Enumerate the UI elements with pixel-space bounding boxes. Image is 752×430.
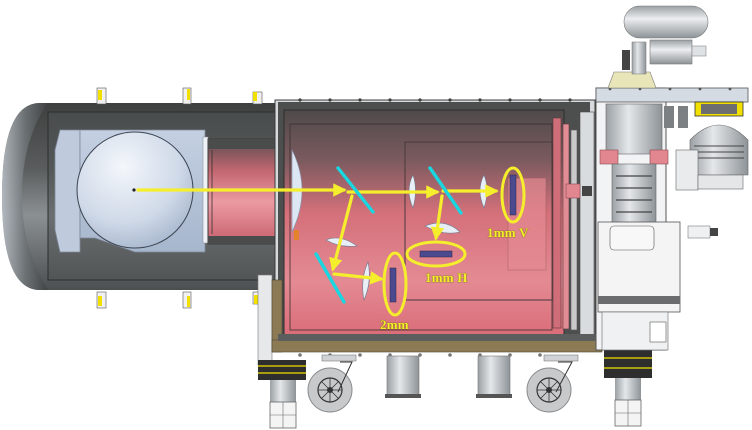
clamp-brackets-top <box>96 87 263 105</box>
cold-head <box>607 41 657 89</box>
label-1mm-v: 1mm V <box>487 225 529 240</box>
clamp-brackets-bottom <box>96 291 263 309</box>
label-1mm-h: 1mm H <box>425 270 468 285</box>
beam-splitter-1 <box>336 166 375 214</box>
detector-2mm <box>389 267 397 303</box>
detector-1mm-v <box>509 174 517 216</box>
pulse-tube-cooler <box>599 103 669 225</box>
label-2mm: 2mm <box>380 317 409 332</box>
foot-right <box>604 350 652 427</box>
dilution-refrigerator <box>664 101 749 191</box>
chamber-shields <box>552 111 595 343</box>
highlight-2mm <box>382 251 408 317</box>
beam-splitters <box>314 166 463 304</box>
highlight-ellipses <box>382 166 526 317</box>
beam-path <box>136 183 499 285</box>
detectors <box>389 174 517 303</box>
detector-1mm-h <box>419 250 453 258</box>
cryo-assembly <box>565 5 749 351</box>
optics-chamber <box>274 98 596 351</box>
beam-splitter-2 <box>428 166 463 215</box>
highlight-1mm-h <box>405 240 467 268</box>
compressor-tank <box>623 5 709 65</box>
caster-wheel-right <box>526 354 579 413</box>
fold-mirror <box>314 252 346 304</box>
highlight-1mm-v <box>500 166 526 224</box>
foot-left <box>258 360 306 429</box>
support-deck <box>257 274 603 366</box>
feet <box>258 350 652 429</box>
focus-point <box>132 188 136 192</box>
caster-wheel-left <box>307 354 357 413</box>
